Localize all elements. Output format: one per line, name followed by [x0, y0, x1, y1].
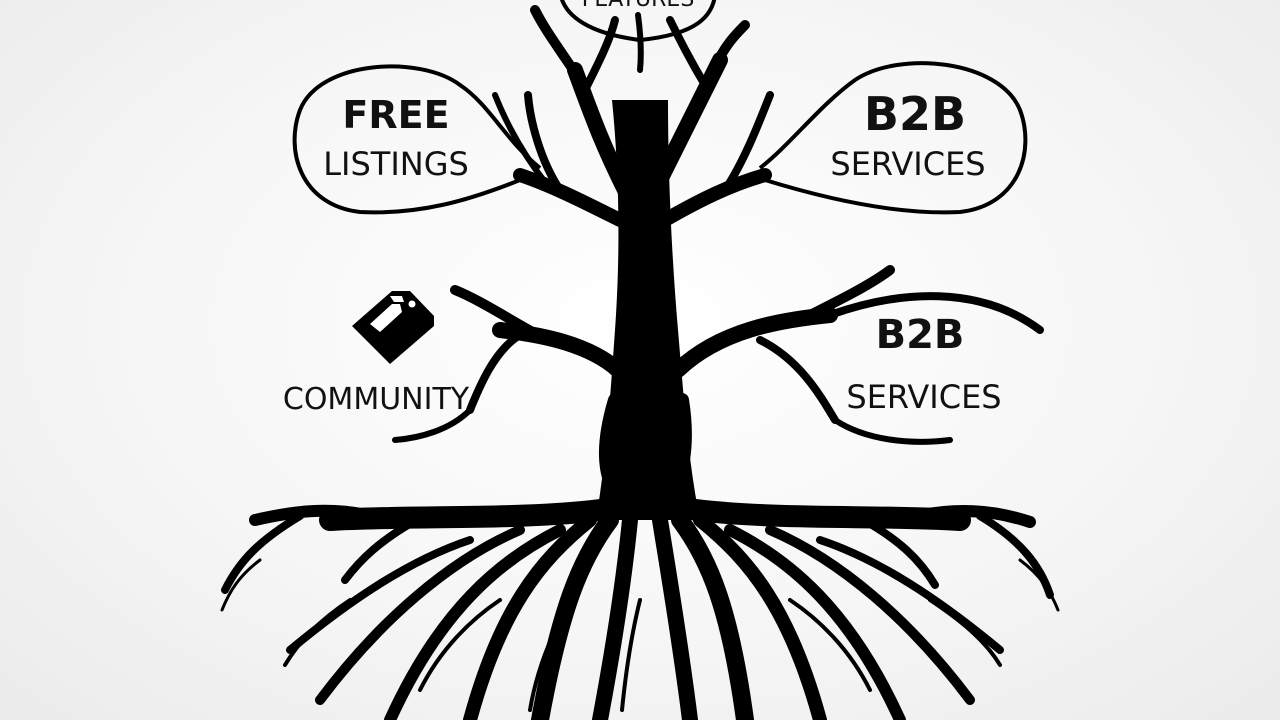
right-bubble-line2: SERVICES	[830, 145, 985, 183]
right-branch-line2: SERVICES	[846, 378, 1001, 416]
middle-branches	[392, 265, 1044, 507]
upper-branches	[492, 5, 774, 227]
tree-trunk	[596, 100, 700, 520]
tree-roots	[220, 499, 1060, 720]
right-branch-line1: B2B	[876, 312, 965, 358]
right-bubble-line1: B2B	[864, 87, 966, 141]
left-bubble: FREE LISTINGS	[292, 64, 542, 215]
left-bubble-line2: LISTINGS	[323, 145, 469, 183]
tag-icon	[352, 291, 434, 364]
left-branch-label: COMMUNITY	[283, 382, 470, 417]
left-bubble-line1: FREE	[342, 93, 449, 137]
right-bubble: B2B SERVICES	[758, 61, 1028, 215]
top-bubble-label: FEATURES	[582, 0, 695, 12]
